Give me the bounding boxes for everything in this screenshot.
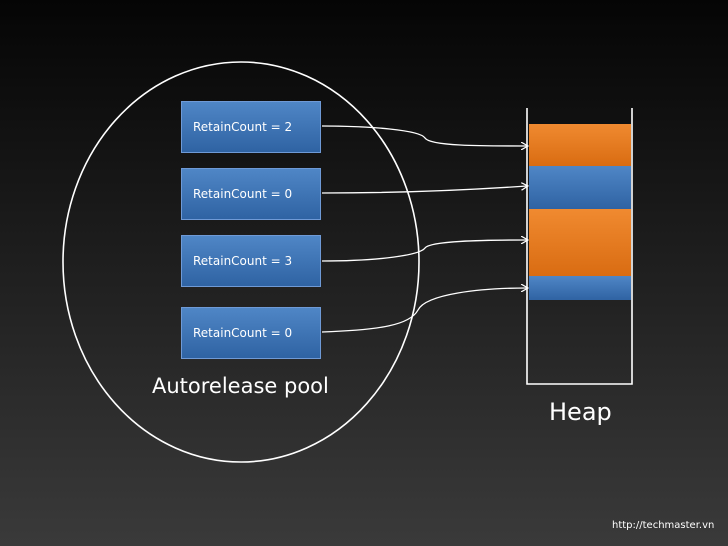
pointer-arrow-3 <box>321 240 527 262</box>
object-box-4: RetainCount = 0 <box>181 307 321 359</box>
object-box-3: RetainCount = 3 <box>181 235 321 287</box>
heap-block-1 <box>529 124 631 166</box>
heap-block-2 <box>529 166 631 209</box>
pointer-arrow-1 <box>321 125 527 146</box>
heap-label: Heap <box>549 398 612 426</box>
pointer-arrow-4 <box>321 288 527 333</box>
object-box-1: RetainCount = 2 <box>181 101 321 153</box>
object-box-2: RetainCount = 0 <box>181 168 321 220</box>
heap-block-3 <box>529 209 631 276</box>
autorelease-pool-label: Autorelease pool <box>152 374 329 398</box>
heap-block-4 <box>529 276 631 300</box>
footer-url: http://techmaster.vn <box>612 520 715 531</box>
pointer-arrow-2 <box>321 186 527 194</box>
autorelease-pool-ellipse <box>62 61 420 463</box>
heap-container <box>526 108 633 385</box>
